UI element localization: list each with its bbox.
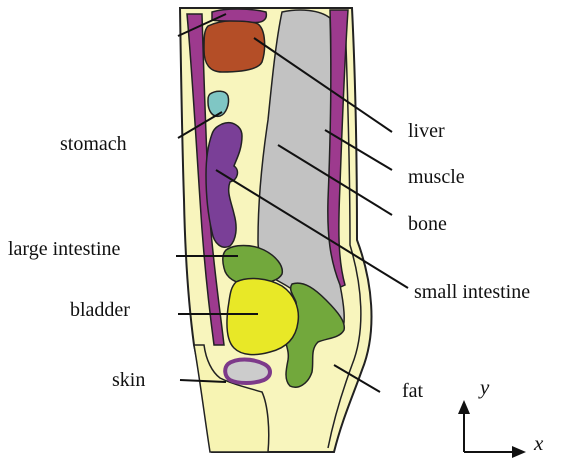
axis-indicator <box>458 400 526 458</box>
axis-label-y: y <box>478 375 490 399</box>
label-muscle: muscle <box>408 166 465 188</box>
axis-label-x: x <box>533 431 544 455</box>
bladder-region <box>227 279 298 355</box>
stomach-region <box>208 91 229 116</box>
label-bladder: bladder <box>70 299 130 321</box>
label-large-intestine: large intestine <box>8 238 120 260</box>
label-skin: skin <box>112 369 145 391</box>
label-fat: fat <box>402 380 424 402</box>
lower-organ-region <box>225 360 270 384</box>
label-small-intestine: small intestine <box>414 281 530 303</box>
x-axis-arrowhead <box>512 446 526 458</box>
label-liver: liver <box>408 120 445 142</box>
liver-region <box>204 20 265 72</box>
label-stomach: stomach <box>60 133 127 155</box>
label-bone: bone <box>408 213 447 235</box>
y-axis-arrowhead <box>458 400 470 414</box>
